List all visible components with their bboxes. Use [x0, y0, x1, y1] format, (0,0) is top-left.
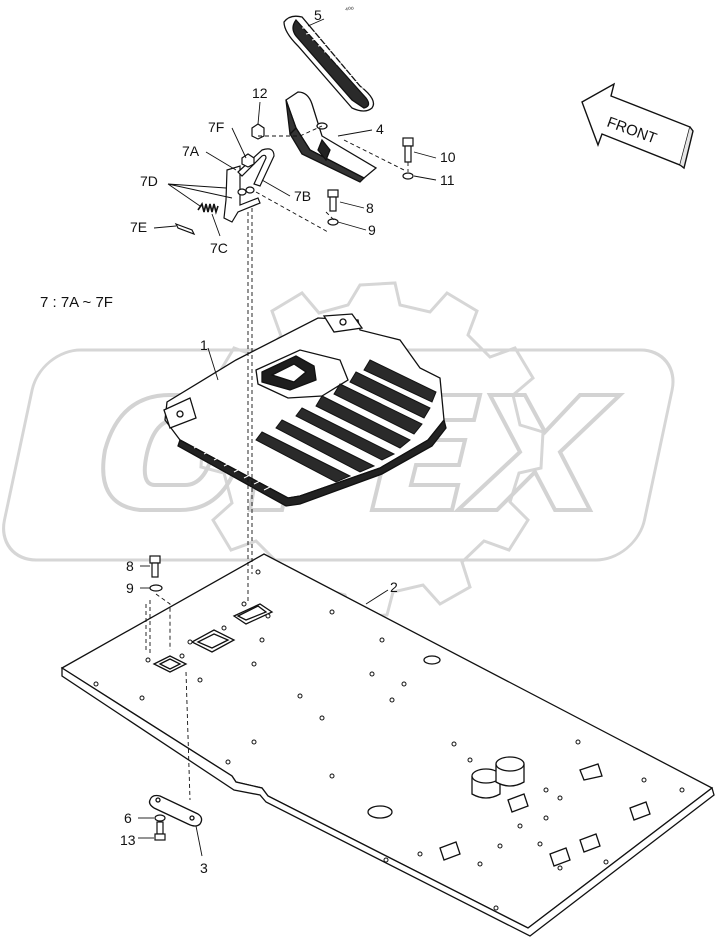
bolt-8-bottom — [149, 555, 161, 578]
washer-6 — [154, 814, 166, 822]
bolt-8-top — [327, 189, 339, 212]
callout-7E: 7E — [130, 219, 147, 235]
callout-7B: 7B — [294, 188, 311, 204]
bolt-10 — [402, 137, 414, 163]
callout-13: 13 — [120, 832, 136, 848]
callout-7C: 7C — [210, 240, 228, 256]
nut-12 — [251, 123, 265, 140]
corner-mark: ⁴⁰⁰ — [345, 6, 354, 14]
pedal-bracket — [285, 91, 378, 183]
washer-9-top — [327, 218, 339, 226]
callout-1: 1 — [200, 337, 208, 353]
callout-8-bottom: 8 — [126, 558, 134, 574]
callout-7D: 7D — [140, 173, 158, 189]
washer-11 — [402, 172, 414, 180]
callout-7F: 7F — [208, 119, 224, 135]
bolt-13 — [154, 821, 166, 841]
callout-labels: 5 12 4 7F 7A 10 11 7D 7B 8 7E 9 7C 7 : 7… — [40, 7, 456, 876]
kit-spring — [197, 202, 219, 215]
callout-7A: 7A — [182, 143, 200, 159]
callout-5: 5 — [314, 7, 322, 23]
strap-plate — [148, 794, 203, 827]
floor-plate — [60, 553, 715, 937]
callout-2: 2 — [390, 579, 398, 595]
callout-6: 6 — [124, 810, 132, 826]
callout-3: 3 — [200, 860, 208, 876]
kit-note: 7 : 7A ~ 7F — [40, 294, 113, 311]
callout-11: 11 — [440, 172, 455, 188]
washer-9-bottom — [149, 584, 163, 592]
floor-mat — [163, 313, 447, 507]
callout-8-top: 8 — [366, 200, 374, 216]
callout-10: 10 — [440, 149, 456, 165]
callout-9-bottom: 9 — [126, 580, 134, 596]
front-direction-arrow — [581, 82, 694, 170]
kit-washer-a — [237, 188, 247, 196]
kit-bracket-plate — [223, 165, 261, 223]
pedal-return-kit — [174, 148, 275, 236]
kit-cotter-pin — [174, 222, 196, 236]
kit-washer-b — [245, 186, 255, 194]
callout-12: 12 — [252, 85, 268, 101]
callout-4: 4 — [376, 121, 384, 137]
pedal-pad — [283, 15, 375, 112]
kit-u-bolt — [237, 148, 275, 187]
kit-nut-7f — [241, 153, 255, 168]
callout-9-top: 9 — [368, 222, 376, 238]
leader-lines — [138, 18, 437, 857]
